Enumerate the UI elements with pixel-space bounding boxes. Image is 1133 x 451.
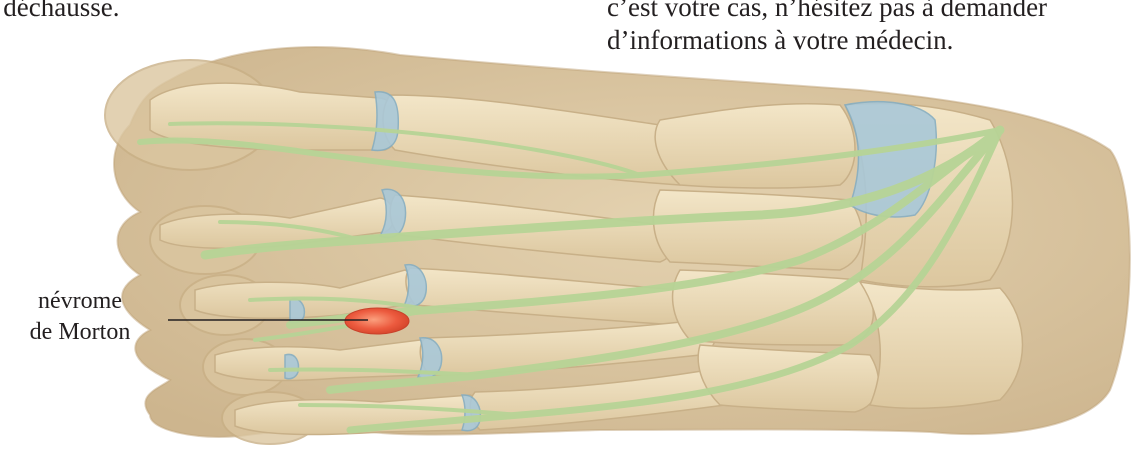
- annotation-line-2: de Morton: [0, 317, 160, 348]
- annotation-line-1: névrome: [0, 286, 160, 317]
- neuroma-annotation-label: névrome de Morton: [0, 286, 160, 348]
- morton-neuroma-lesion: [345, 308, 409, 334]
